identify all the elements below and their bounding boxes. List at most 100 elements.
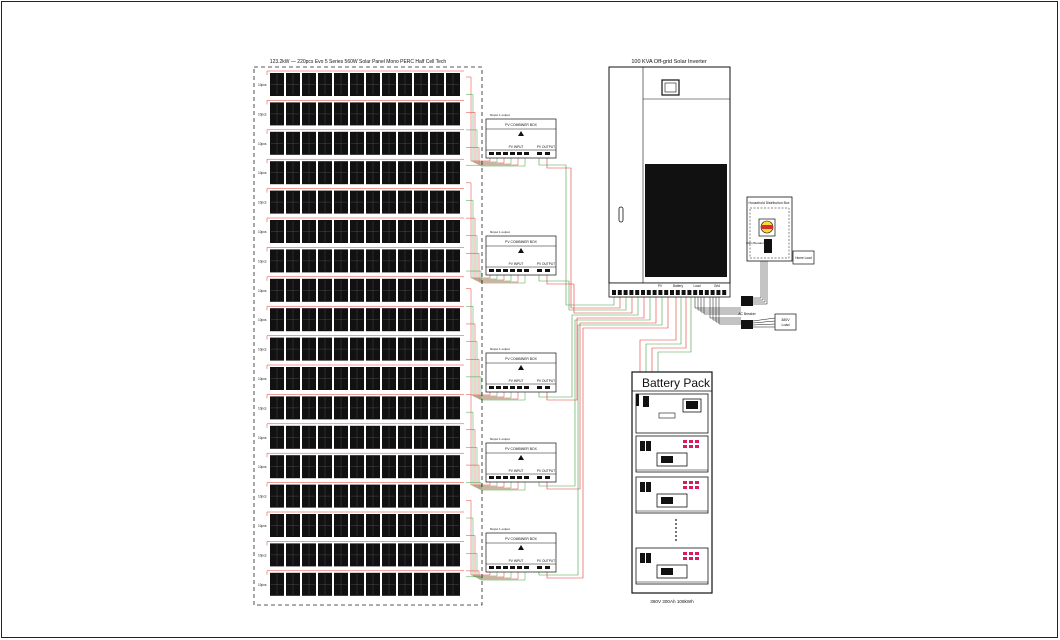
battery-led	[689, 552, 693, 555]
home-load-box	[792, 250, 815, 265]
combiner-output-terminal	[545, 386, 550, 389]
pv-output-wire	[538, 297, 639, 398]
battery-switch[interactable]	[636, 394, 639, 406]
string-wire	[466, 235, 512, 282]
combiner-header: 6input 1 output	[490, 113, 510, 117]
battery-control-panel	[658, 412, 676, 419]
combiner-enclosure	[485, 442, 557, 483]
combiner-output-label: PV OUTPUT	[537, 262, 555, 266]
pv-output-wire	[546, 272, 633, 314]
pv-output-wire	[546, 297, 669, 579]
combiner-input-terminal	[517, 269, 522, 272]
panel-row: 10pcs	[258, 511, 464, 537]
string-wire-positive	[266, 276, 464, 281]
combiner-output-label: PV OUTPUT	[537, 145, 555, 149]
combiner-output-label: PV OUTPUT	[537, 559, 555, 563]
inverter-terminal	[623, 290, 628, 295]
string-label: 10pcs	[258, 142, 267, 146]
string-wire-positive	[266, 100, 464, 105]
battery-wire	[651, 297, 687, 372]
battery-switch[interactable]	[643, 396, 649, 407]
ac-wire	[718, 297, 741, 325]
ac-breaker-upper[interactable]	[741, 296, 753, 306]
load-wire	[752, 323, 776, 326]
string-wire-positive	[266, 158, 464, 164]
string-wire-positive	[266, 452, 464, 458]
inverter-terminal	[670, 290, 674, 295]
continuation-dot	[675, 535, 677, 537]
inverter-terminal	[687, 290, 692, 295]
inverter-terminal	[646, 290, 651, 295]
pv-output-wire	[538, 297, 651, 487]
inverter-terminal	[652, 290, 657, 295]
panel-row: 10pcs	[258, 305, 464, 332]
pv-output-wire	[546, 297, 645, 401]
string-wire	[466, 358, 519, 400]
load-wire	[752, 320, 776, 324]
continuation-dot	[675, 531, 677, 533]
load-380v-label: 380V	[781, 318, 790, 322]
string-wire	[466, 112, 505, 164]
inverter-display-screen	[664, 82, 677, 93]
battery-terminal	[646, 441, 651, 451]
string-label: 10pcs	[258, 524, 267, 528]
string-label: 10pcs	[258, 583, 267, 587]
combiner-input-terminal	[510, 269, 515, 272]
main-breaker-handle[interactable]	[761, 225, 773, 229]
combiner-input-terminal	[496, 269, 501, 272]
inverter-terminal	[612, 290, 616, 295]
battery-module-screen	[661, 568, 673, 575]
combiner-enclosure	[485, 118, 557, 159]
distribution-box-inner	[749, 207, 790, 259]
solar-array: 123.2kW — 220pcs Evo 5 Series 560W Solar…	[253, 59, 483, 606]
combiner-enclosure	[485, 352, 557, 393]
battery-led	[695, 486, 699, 489]
battery-led	[683, 481, 687, 484]
ac-breaker-lower[interactable]	[741, 320, 753, 329]
battery-terminal	[646, 482, 651, 492]
combiner-input-terminal	[524, 566, 529, 569]
combiner-input-terminal	[496, 152, 501, 155]
inverter-terminal	[710, 290, 715, 295]
battery-module-screen	[661, 497, 673, 504]
panel-row: 10pcs	[258, 247, 464, 273]
terminal-label-load: Load	[693, 284, 700, 288]
battery-continuation-dots	[675, 519, 677, 541]
combiner-name: PV COMBINER BOX	[505, 123, 538, 127]
combiner-output-terminal	[545, 152, 550, 155]
string-wire	[466, 306, 498, 397]
battery-module	[635, 476, 709, 514]
combiner-input-terminal	[524, 476, 529, 479]
string-label: 10pcs	[258, 348, 267, 352]
battery-terminal	[640, 553, 645, 563]
inverter-terminal	[699, 290, 703, 295]
combiner-input-terminal	[503, 476, 508, 479]
inverter-door-handle[interactable]	[618, 206, 624, 223]
combiner-input-terminal	[496, 476, 501, 479]
inverter-terminal	[658, 290, 663, 295]
string-wire-positive	[266, 70, 464, 75]
string-label: 10pcs	[258, 553, 267, 557]
combiner-input-terminal	[524, 386, 529, 389]
inverter-terminal	[693, 290, 698, 295]
battery-bms-screen	[686, 401, 698, 409]
combiner-input-terminal	[489, 566, 494, 569]
battery-led	[695, 440, 699, 443]
ac-wire	[715, 297, 741, 323]
distribution-wire	[753, 253, 768, 305]
distribution-wire	[753, 253, 766, 303]
battery-led	[689, 486, 693, 489]
string-wire	[466, 394, 491, 486]
combiner-output-terminal	[537, 476, 542, 479]
panel-row: 10pcs	[258, 100, 464, 126]
string-wire	[466, 447, 512, 489]
continuation-dot	[675, 519, 677, 521]
battery-caption: 360V 300Ah 108kWh	[650, 599, 694, 604]
string-label: 10pcs	[258, 230, 267, 234]
combiner-header: 6input 1 output	[490, 527, 510, 531]
battery-terminal	[640, 482, 645, 492]
battery-module	[635, 435, 709, 473]
